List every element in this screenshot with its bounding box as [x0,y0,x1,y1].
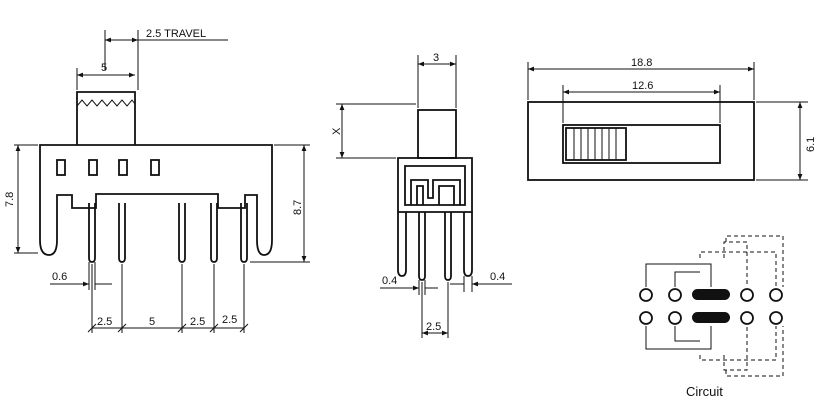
end-pin-right [444,212,452,281]
end-contact-shape [410,179,461,205]
end-actuator [417,109,457,159]
slider-top [692,289,730,300]
side-slot-4 [150,159,160,176]
top-view: 18.8 12.6 6.1 [527,57,817,181]
circuit-caption: Circuit [686,384,723,399]
pitch-dim-ticks [87,323,249,333]
end-width-label: 3 [433,52,439,64]
top-actuator [565,127,627,161]
end-body-inner [404,165,466,206]
end-x-label: X [331,127,343,135]
end-pitch-label: 2.5 [426,321,441,333]
contact-b1 [639,311,653,325]
top-length-label: 18.8 [631,57,652,69]
end-pin-right-label: 0.4 [490,271,505,283]
top-window-label: 12.6 [632,80,653,92]
contact-t1 [639,288,653,302]
end-pin-left [418,212,426,281]
side-slot-2 [88,159,98,176]
side-view: 2.5 TRAVEL 5 7.8 8.7 0.6 [4,28,310,333]
side-actuator [76,91,136,145]
pitch-right-1-label: 2.5 [190,316,205,328]
top-actuator-ribs [573,128,617,160]
circuit-solid-links [645,263,712,350]
pin-thickness-label: 0.6 [52,271,67,283]
contact-b4 [740,311,754,325]
contact-t2 [668,288,682,302]
pitch-right-2-label: 2.5 [222,314,237,326]
top-width-label: 6.1 [805,137,817,152]
top-body-outline [527,101,755,181]
side-slot-1 [56,159,66,176]
contact-b5 [769,311,783,325]
side-slot-3 [118,159,128,176]
circuit-dashed-links [699,235,784,377]
slider-bottom [692,312,730,323]
end-leg-right [463,212,473,277]
pitch-left-label: 2.5 [97,316,112,328]
body-height-label: 7.8 [4,192,16,207]
actuator-width-label: 5 [101,62,107,74]
contact-t5 [769,288,783,302]
overall-height-label: 8.7 [292,200,304,215]
pitch-center-label: 5 [149,316,155,328]
contact-t4 [740,288,754,302]
travel-label: 2.5 TRAVEL [146,28,206,40]
top-window [562,124,721,164]
end-view: 3 X 0.4 0.4 2.5 [331,52,512,338]
circuit-diagram: Circuit [639,235,784,399]
side-actuator-grip [76,99,136,107]
end-leg-left [397,212,407,277]
end-pin-left-label: 0.4 [382,275,397,287]
side-body-outline [39,144,273,256]
side-pins [88,203,248,263]
contact-b2 [668,311,682,325]
